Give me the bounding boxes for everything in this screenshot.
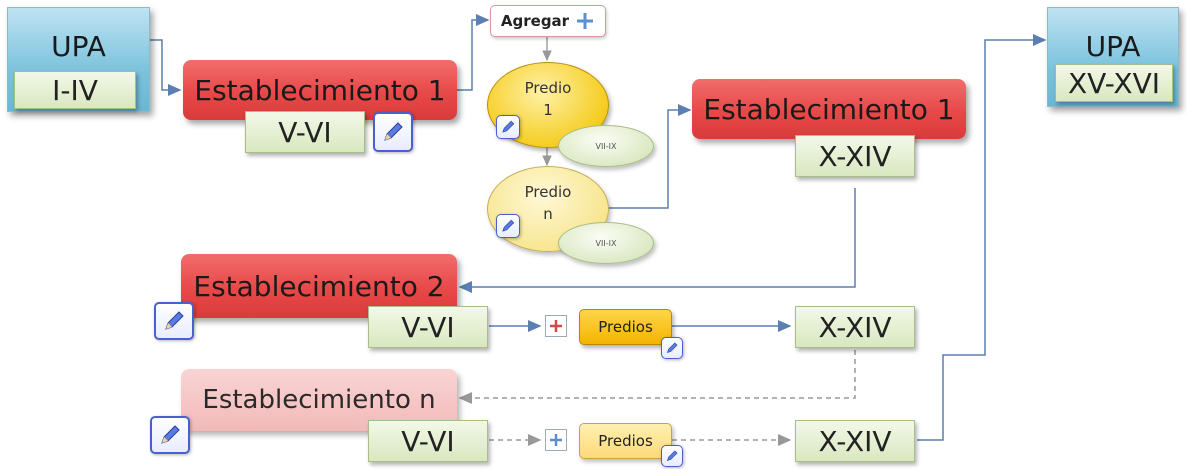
predio-1-num: 1 [543, 101, 553, 119]
upa-left-title: UPA [51, 30, 106, 63]
predio-n-range: VII-IX [558, 222, 654, 264]
pencil-icon [502, 219, 515, 232]
add-predio-button[interactable] [545, 429, 567, 451]
pencil-icon [161, 425, 180, 444]
connector-predion-est1right [608, 104, 692, 209]
predio-n-num: n [543, 205, 553, 223]
predio-1-label: Predio [524, 79, 572, 97]
agregar-label: Agregar [500, 12, 570, 30]
edit-icon[interactable] [661, 337, 683, 359]
estn-range: V-VI [368, 420, 488, 462]
edit-icon[interactable] [496, 214, 520, 238]
predios-box[interactable]: Predios [579, 423, 672, 459]
connector-est1-agregar [457, 14, 490, 91]
est2-range: V-VI [368, 306, 488, 348]
plus-icon [550, 434, 562, 446]
connector-est1right-est2 [458, 188, 856, 293]
predios-box[interactable]: Predios [579, 309, 672, 345]
plus-icon [550, 320, 562, 332]
upa-right-title: UPA [1085, 30, 1141, 63]
edit-icon[interactable] [154, 302, 194, 340]
plus-icon [577, 13, 594, 29]
edit-icon[interactable] [496, 115, 520, 139]
establecimiento-1-right[interactable]: Establecimiento 1 [692, 79, 966, 139]
add-predio-button[interactable] [545, 315, 567, 337]
pencil-icon [502, 120, 515, 133]
edit-icon[interactable] [373, 112, 413, 152]
pencil-icon [384, 122, 403, 141]
connector-xxiv-upa [917, 34, 1047, 441]
edit-icon[interactable] [150, 416, 190, 454]
predio-n-label: Predio [524, 183, 572, 201]
connector-xxiv-estn [458, 350, 856, 404]
pencil-icon [666, 342, 678, 354]
upa-right-range: XV-XVI [1055, 64, 1173, 102]
edit-icon[interactable] [661, 445, 683, 467]
estn-right-range: X-XIV [795, 420, 915, 462]
est1-range: V-VI [245, 111, 365, 153]
connector-upa-est1 [150, 39, 182, 96]
agregar-button[interactable]: Agregar [490, 5, 606, 37]
pencil-icon [666, 450, 678, 462]
establecimiento-1[interactable]: Establecimiento 1 [183, 60, 457, 120]
pencil-icon [165, 311, 184, 330]
est1-right-range: X-XIV [795, 135, 915, 177]
establecimiento-2[interactable]: Establecimiento 2 [181, 254, 457, 318]
est2-right-range: X-XIV [795, 306, 915, 348]
upa-left-range: I-IV [14, 71, 136, 109]
predio-1-range: VII-IX [558, 125, 654, 167]
